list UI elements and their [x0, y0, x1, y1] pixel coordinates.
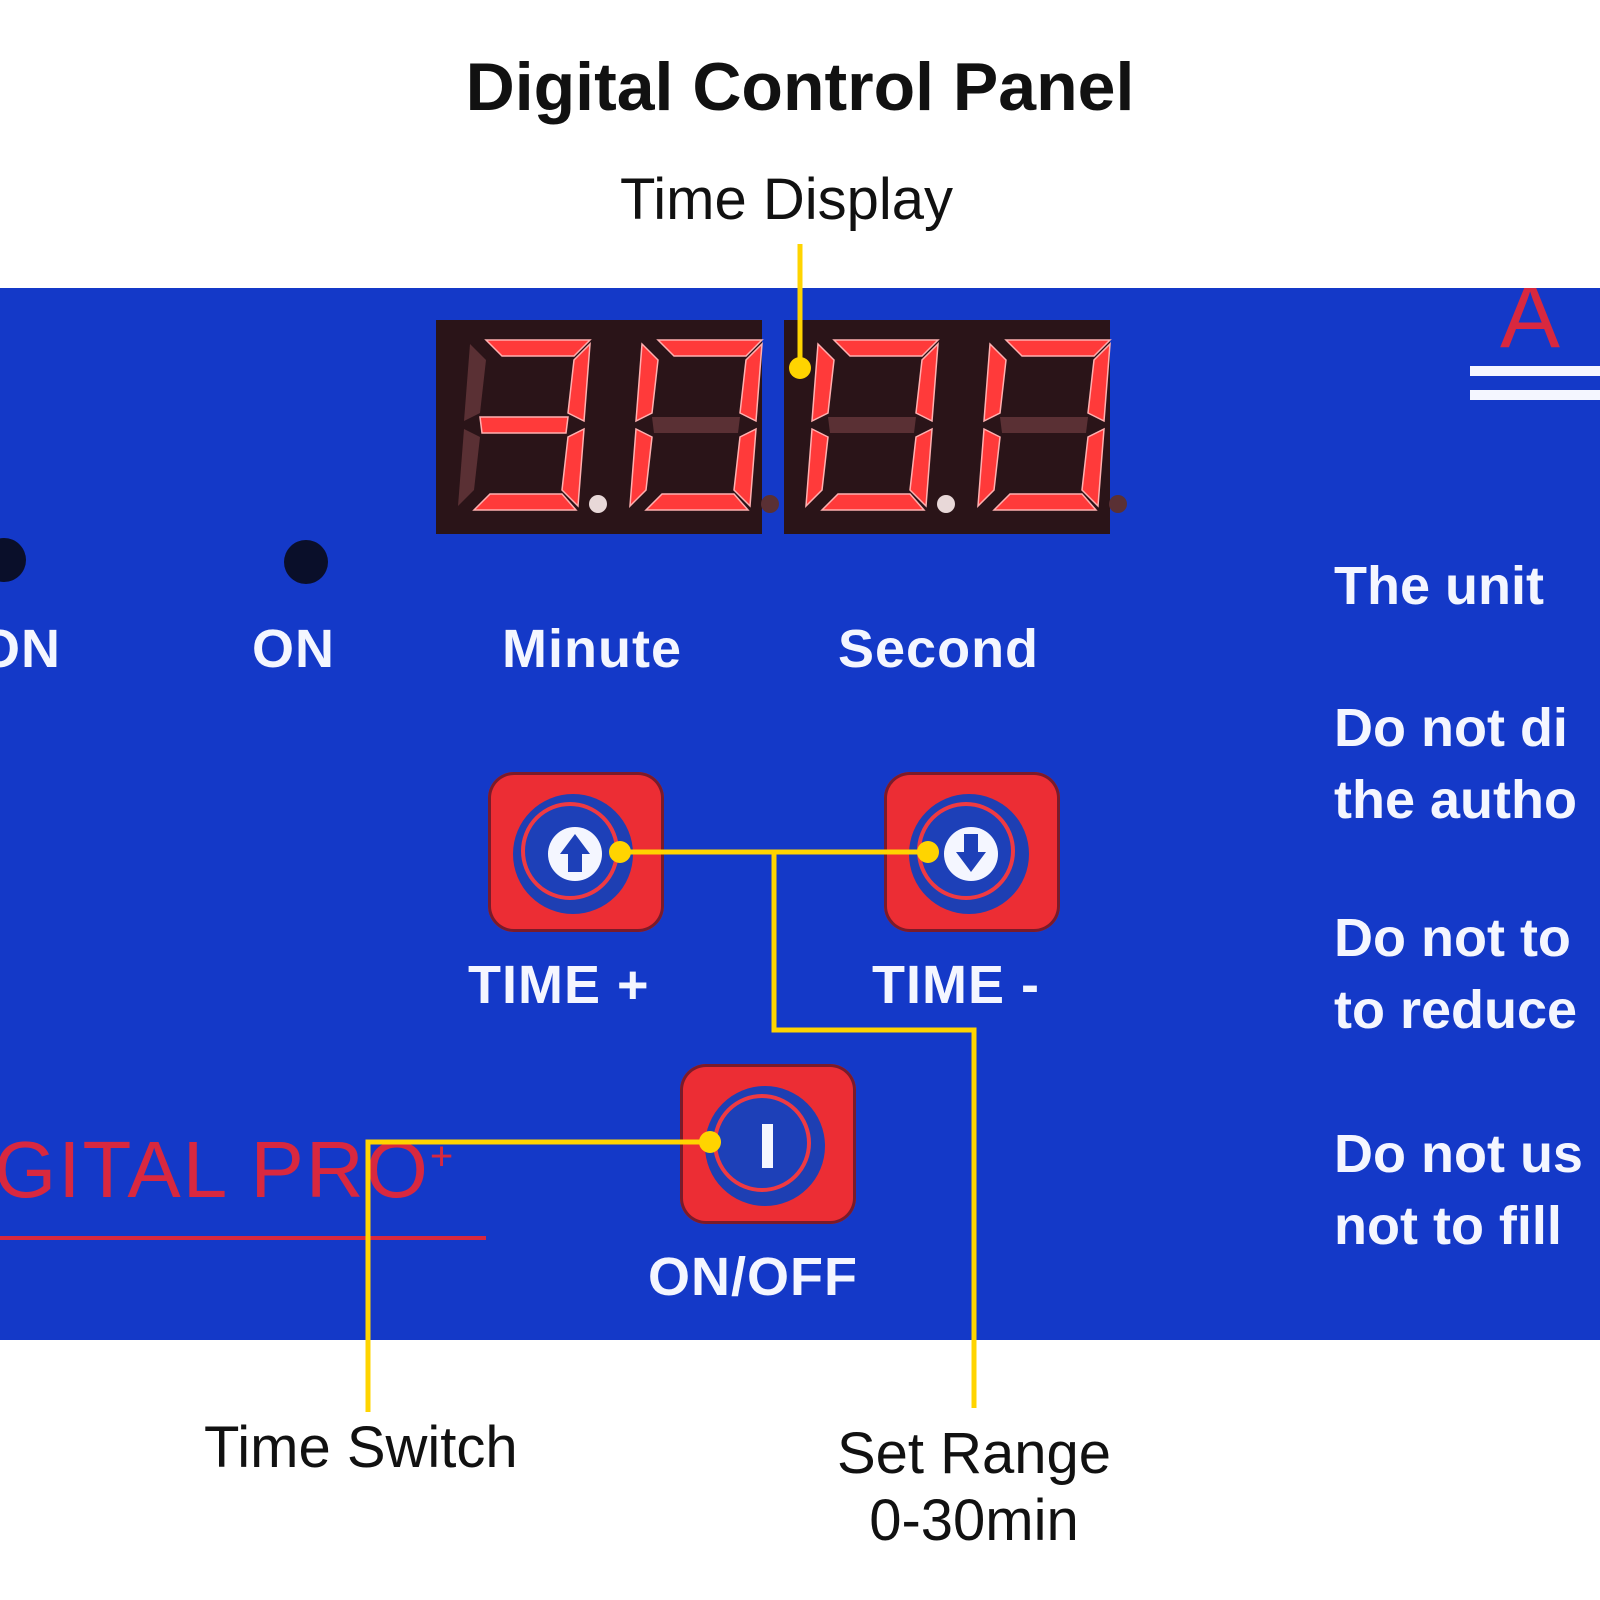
digit-1-segment-c	[561, 427, 585, 508]
digit-2-segment-f	[635, 342, 659, 423]
header-rule-2	[1470, 390, 1600, 400]
digit-4-segment-f	[983, 342, 1007, 423]
indicator-on-label: ON	[252, 619, 335, 679]
brand-logo: GITAL PRO+	[0, 1125, 456, 1214]
digit-4-segment-c	[1081, 427, 1105, 508]
time-switch-callout: Time Switch	[204, 1415, 518, 1480]
digit-3-segment-a	[832, 339, 940, 357]
onoff-label: ON/OFF	[648, 1247, 858, 1307]
digit-2-decimal-point	[761, 495, 779, 513]
indicator-lamp-on	[284, 540, 328, 584]
time-display-callout: Time Display	[620, 167, 954, 232]
arrow-up-icon	[548, 827, 602, 881]
digit-3-segment-d	[820, 493, 926, 511]
page-title: Digital Control Panel	[465, 49, 1135, 125]
digit-3-segment-b	[915, 342, 939, 423]
time-plus-dot	[609, 841, 631, 863]
digit-3-segment-g	[828, 417, 916, 433]
digit-4-segment-e	[977, 427, 1001, 508]
arrow-down-icon	[944, 827, 998, 881]
digit-2-segment-b	[739, 342, 763, 423]
onoff-button[interactable]	[680, 1064, 856, 1224]
digit-3-decimal-point	[937, 495, 955, 513]
power-icon	[762, 1124, 773, 1168]
panel-header-partial: A	[1500, 288, 1563, 367]
digit-4-decimal-point	[1109, 495, 1127, 513]
digit-3-segment-f	[811, 342, 835, 423]
digit-4-segment-d	[992, 493, 1098, 511]
digit-2-segment-a	[656, 339, 764, 357]
digit-4-segment-b	[1087, 342, 1111, 423]
digit-3-segment-e	[805, 427, 829, 508]
second-label: Second	[838, 619, 1040, 679]
digit-1-segment-g	[479, 416, 569, 434]
minute-label: Minute	[502, 619, 682, 679]
digit-2-segment-g	[652, 417, 740, 433]
set-range-callout: Set Range 0-30min	[836, 1421, 1112, 1553]
note-1: The unit	[1334, 556, 1544, 616]
control-panel: A ON ON Minute Second TIME + TIME - ON	[0, 288, 1600, 1340]
digit-2-segment-e	[629, 427, 653, 508]
digit-1-decimal-point	[589, 495, 607, 513]
time-display-dot	[789, 357, 811, 379]
digit-1-segment-a	[484, 339, 592, 357]
digit-1-segment-b	[567, 342, 591, 423]
time-plus-label: TIME +	[468, 955, 650, 1015]
brand-underline	[0, 1236, 486, 1240]
digit-2-segment-d	[644, 493, 750, 511]
segment-layer	[458, 339, 1127, 513]
digit-1-segment-f	[464, 344, 486, 421]
indicator-left-label: ON	[0, 619, 61, 679]
digit-1-segment-e	[458, 429, 480, 506]
onoff-dot	[699, 1131, 721, 1153]
header-rule-1	[1470, 366, 1600, 376]
digit-3-segment-c	[909, 427, 933, 508]
time-minus-dot	[917, 841, 939, 863]
digit-1-segment-d	[472, 493, 578, 511]
time-switch-leader	[365, 1139, 708, 1412]
time-minus-label: TIME -	[872, 955, 1040, 1015]
digit-2-segment-c	[733, 427, 757, 508]
digit-4-segment-g	[1000, 417, 1088, 433]
digit-4-segment-a	[1004, 339, 1112, 357]
set-range-leader	[771, 852, 977, 1408]
